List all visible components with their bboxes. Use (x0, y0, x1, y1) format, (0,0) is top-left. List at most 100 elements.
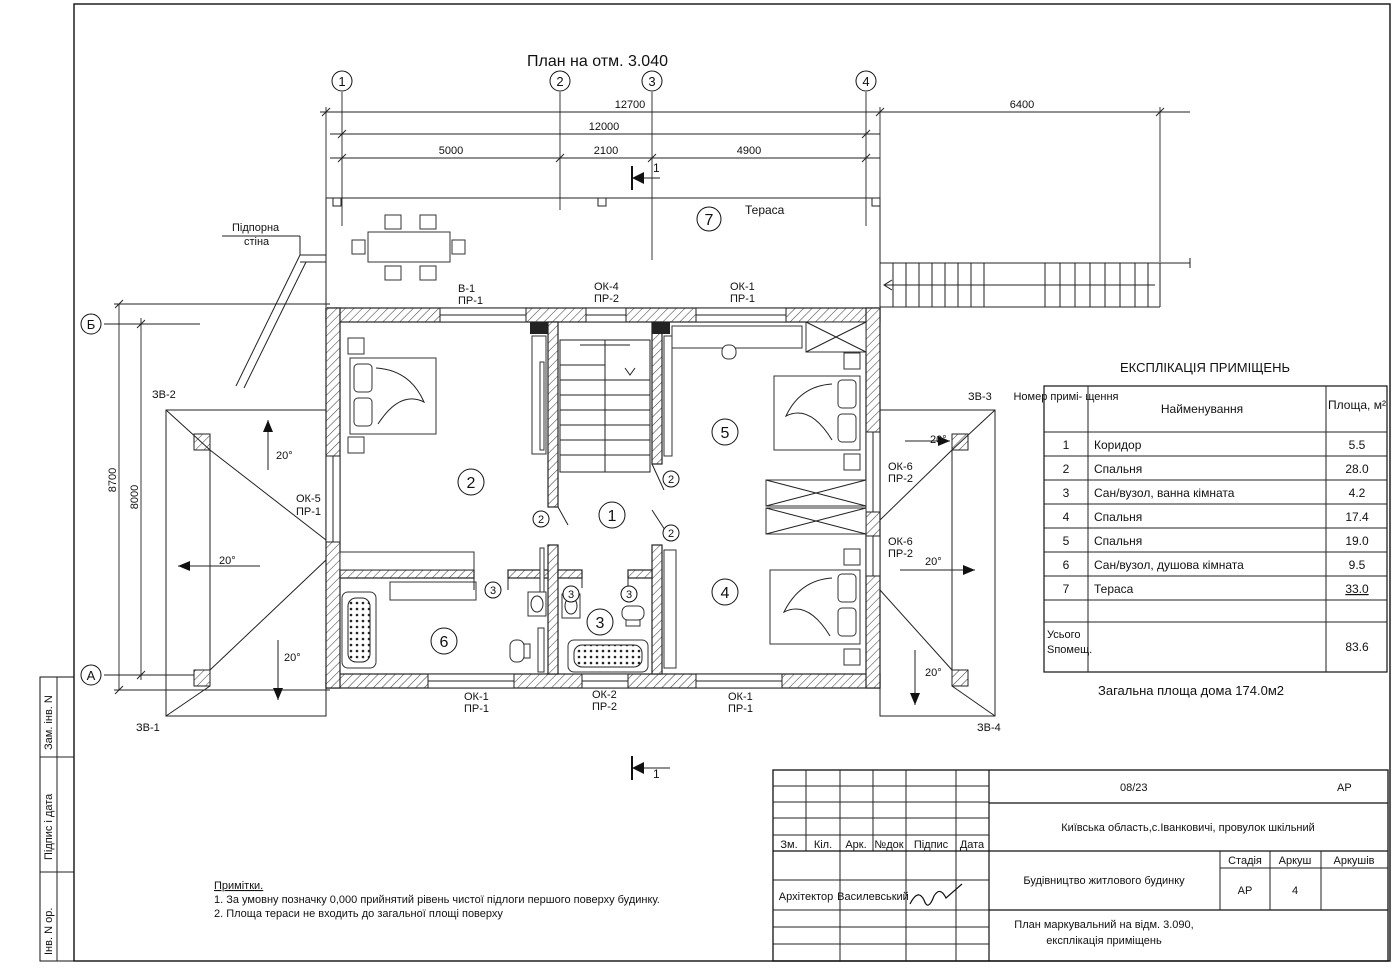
row-name: Спальня (1094, 462, 1142, 476)
row-area: 17.4 (1345, 510, 1369, 524)
slope-left-3: 20° (284, 652, 301, 664)
svg-text:1: 1 (653, 767, 660, 781)
axis-marker-2: 2 (549, 70, 571, 92)
row-area: 19.0 (1345, 534, 1369, 548)
dim-seg3: 4900 (737, 145, 761, 157)
zv4-label: ЗВ-4 (977, 722, 1001, 734)
row-num: 2 (1063, 462, 1070, 476)
dining-table-icon (351, 214, 466, 281)
tb-person: Василевський (837, 891, 909, 903)
row-num: 7 (1063, 582, 1070, 596)
tb-drawing-name-2: експлікація приміщень (1046, 935, 1162, 947)
bed-icon-room2 (347, 337, 437, 454)
side-stamp: Зам. інв. N Підпис і дата Інв. N ор. (39, 676, 75, 962)
opening-ok6-b-pr: ПР-2 (888, 548, 913, 560)
room-marker-4: 4 (711, 578, 739, 606)
opening-ok5: ОК-5 (296, 493, 321, 505)
svg-text:2: 2 (538, 514, 544, 526)
explication-total-label-1: Усього (1047, 629, 1081, 641)
row-num: 4 (1063, 510, 1070, 524)
tb-sheet-v: 4 (1292, 885, 1298, 897)
notes-title: Примітки. (214, 880, 263, 892)
tb-col-kil: Кіл. (814, 839, 832, 851)
slope-left-2: 20° (219, 555, 236, 567)
dim-total: 12700 (615, 99, 646, 111)
row-area: 33.0 (1345, 582, 1369, 596)
explication-total-value: 83.6 (1345, 640, 1369, 654)
opening-ok1-top: ОК-1 (730, 281, 755, 293)
svg-text:А: А (87, 668, 96, 683)
room-marker-7: 7 (696, 206, 722, 232)
axis-marker-1: 1 (331, 70, 353, 92)
explication-rows: 1 Коридор 5.5 2 Спальня 28.0 3 Сан/вузол… (1063, 438, 1369, 596)
svg-text:2: 2 (556, 74, 563, 89)
opening-ok2-pr: ПР-2 (592, 701, 617, 713)
svg-text:7: 7 (705, 212, 714, 229)
general-area: Загальна площа дома 174.0м2 (1098, 683, 1284, 698)
opening-v1-pr: ПР-1 (458, 295, 483, 307)
stamp-sign-date: Підпис і дата (43, 793, 55, 860)
dim-terrace-ext: 6400 (1010, 99, 1034, 111)
label-retaining-wall-1: Підпорна (232, 222, 280, 234)
sinks-toilets (509, 591, 645, 673)
axis-marker-a: А (80, 664, 102, 686)
svg-text:4: 4 (721, 585, 730, 602)
left-slope (165, 409, 327, 717)
explication-title: ЕКСПЛІКАЦІЯ ПРИМІЩЕНЬ (1120, 360, 1290, 375)
tb-sheet-h: Аркуш (1279, 855, 1312, 867)
dim-seg2: 2100 (594, 145, 618, 157)
door-marker-3b: 3 (562, 585, 580, 603)
axis-marker-4: 4 (855, 70, 877, 92)
explication-header-name: Найменування (1161, 402, 1243, 416)
explication-table (1043, 385, 1388, 673)
tb-stage-v: АР (1238, 885, 1253, 897)
sheet-border (73, 3, 1391, 962)
opening-ok5-pr: ПР-1 (296, 506, 321, 518)
opening-ok6-a: ОК-6 (888, 461, 913, 473)
opening-ok4-pr: ПР-2 (594, 293, 619, 305)
axis-marker-3: 3 (641, 70, 663, 92)
svg-text:2: 2 (467, 475, 476, 492)
row-area: 4.2 (1349, 486, 1366, 500)
svg-text:2: 2 (668, 474, 674, 486)
plan-title: План на отм. 3.040 (527, 53, 668, 70)
tb-stage-code: АР (1337, 782, 1352, 794)
bed-icon-room5 (773, 352, 861, 471)
row-name: Тераса (1094, 582, 1134, 596)
tb-col-zm: Зм. (780, 839, 797, 851)
zv2-label: ЗВ-2 (152, 389, 176, 401)
windows (325, 307, 881, 689)
label-terrace: Тераса (745, 203, 785, 217)
room-marker-5: 5 (711, 418, 739, 446)
slope-right-3: 20° (925, 667, 942, 679)
svg-text:1: 1 (608, 508, 617, 525)
opening-ok2: ОК-2 (592, 689, 617, 701)
explication-total-label-2: Sпомещ. (1047, 644, 1092, 656)
slope-right-2: 20° (925, 556, 942, 568)
door-marker-2b: 2 (662, 470, 680, 488)
dimension-lines (114, 107, 1190, 695)
zv1-label: ЗВ-1 (136, 722, 160, 734)
row-num: 3 (1063, 486, 1070, 500)
svg-text:Б: Б (87, 317, 96, 332)
dim-inner: 12000 (589, 121, 620, 133)
opening-ok1-bl-pr: ПР-1 (464, 703, 489, 715)
svg-text:5: 5 (721, 425, 730, 442)
slope-right-1: 20° (930, 434, 947, 446)
svg-text:3: 3 (626, 589, 632, 601)
terrace-stairs (880, 258, 1191, 308)
row-area: 28.0 (1345, 462, 1369, 476)
bed-icon-room4 (769, 548, 861, 666)
explication-header-num: Номер примі- щення (1013, 391, 1118, 403)
room-marker-2: 2 (457, 468, 485, 496)
row-name: Коридор (1094, 438, 1142, 452)
door-marker-2c: 2 (662, 524, 680, 542)
label-retaining-wall-2: стіна (244, 236, 270, 248)
svg-text:2: 2 (668, 528, 674, 540)
row-num: 1 (1063, 438, 1070, 452)
room-marker-3: 3 (586, 608, 614, 636)
bathtub-icon-room3 (567, 639, 649, 673)
row-name: Спальня (1094, 510, 1142, 524)
opening-ok1-br: ОК-1 (728, 691, 753, 703)
wardrobes (339, 321, 867, 669)
